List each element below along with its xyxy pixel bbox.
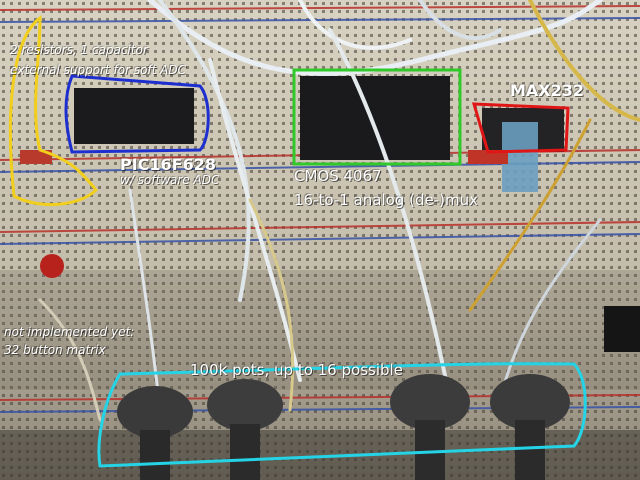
resistors-note-line2: external support for soft ADC (10, 63, 186, 77)
pots-label: 100k pots, up to 16 possible (190, 361, 403, 379)
pic-chip (74, 88, 194, 144)
cmos-highlight (292, 68, 462, 166)
pic-subtitle: w/ software ADC (120, 173, 220, 187)
resistors-note-line1: 2 resistors, 1 capacitor (10, 43, 148, 57)
cmos-subtitle: 16-to-1 analog (de-)mux (294, 191, 478, 209)
cmos-chip (300, 76, 450, 160)
wires (38, 0, 640, 422)
pic-highlight (64, 74, 210, 154)
potentiometers (117, 374, 570, 480)
not-implemented-line2: 32 button matrix (4, 343, 106, 357)
cmos-title: CMOS 4067 (294, 167, 382, 185)
resistors-highlight (8, 15, 99, 207)
pots-highlight (97, 362, 587, 468)
not-implemented-line1: not implemented yet: (4, 325, 135, 339)
max232-label: MAX232 (510, 81, 585, 100)
pic-title: PIC16F628 (120, 155, 217, 174)
max232-highlight (471, 102, 570, 154)
